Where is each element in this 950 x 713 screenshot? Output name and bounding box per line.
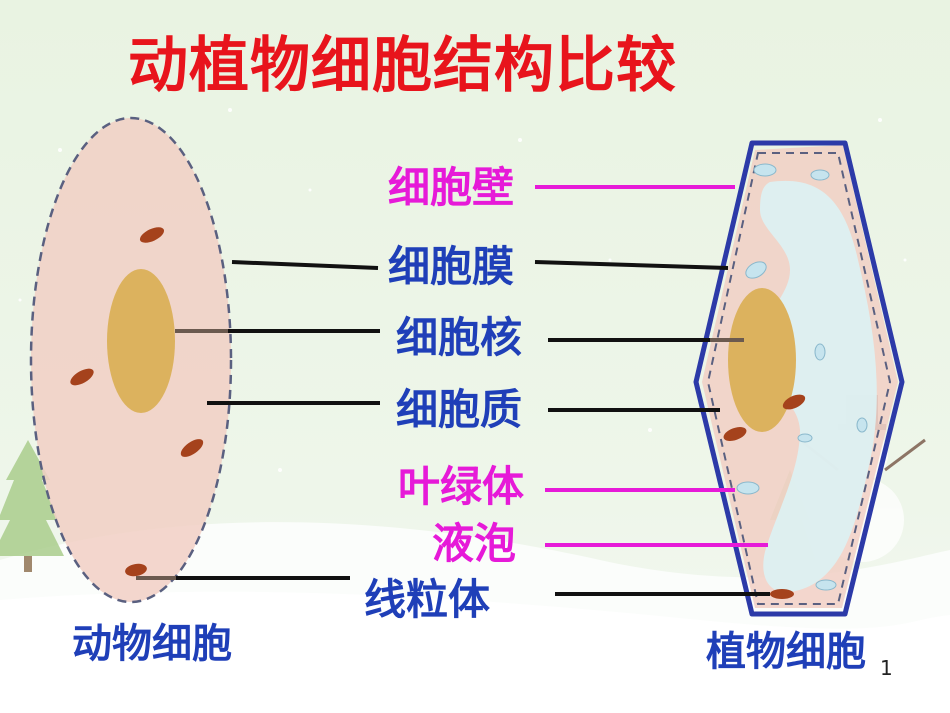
pointer-lines	[136, 185, 770, 596]
label-cell-wall: 细胞壁	[388, 163, 515, 212]
membrane-line-plant	[534, 260, 729, 270]
label-vacuole: 液泡	[432, 519, 517, 568]
snowflakes	[18, 108, 907, 662]
membrane-line-animal	[231, 260, 379, 270]
page-number: 1	[880, 656, 893, 680]
animal-cell	[29, 116, 233, 604]
label-nucleus: 细胞核	[396, 313, 523, 362]
animal-mitochondrion	[180, 439, 204, 457]
label-mitochondria: 线粒体	[364, 575, 491, 624]
animal-mitochondrion	[139, 227, 165, 243]
plant-nucleus	[728, 288, 796, 432]
plant-mitochondrion	[782, 394, 806, 410]
page-title: 动植物细胞结构比较	[128, 31, 677, 101]
caption-animal-cell: 动物细胞	[72, 621, 232, 667]
plant-vacuole	[758, 180, 877, 593]
plant-mitochondrion	[723, 427, 747, 441]
animal-mitochondrion	[70, 368, 94, 386]
animal-mitochondrion	[125, 563, 147, 577]
label-cell-membrane: 细胞膜	[388, 242, 515, 291]
pine-tree-icon	[0, 440, 64, 572]
animal-nucleus	[107, 269, 175, 413]
plant-cell	[693, 140, 905, 617]
label-cytoplasm: 细胞质	[396, 385, 523, 434]
label-chloroplast: 叶绿体	[398, 462, 525, 511]
caption-plant-cell: 植物细胞	[706, 629, 866, 675]
plant-cell-wall	[693, 140, 905, 617]
plant-mitochondrion	[770, 589, 794, 599]
chloroplasts	[736, 163, 868, 591]
